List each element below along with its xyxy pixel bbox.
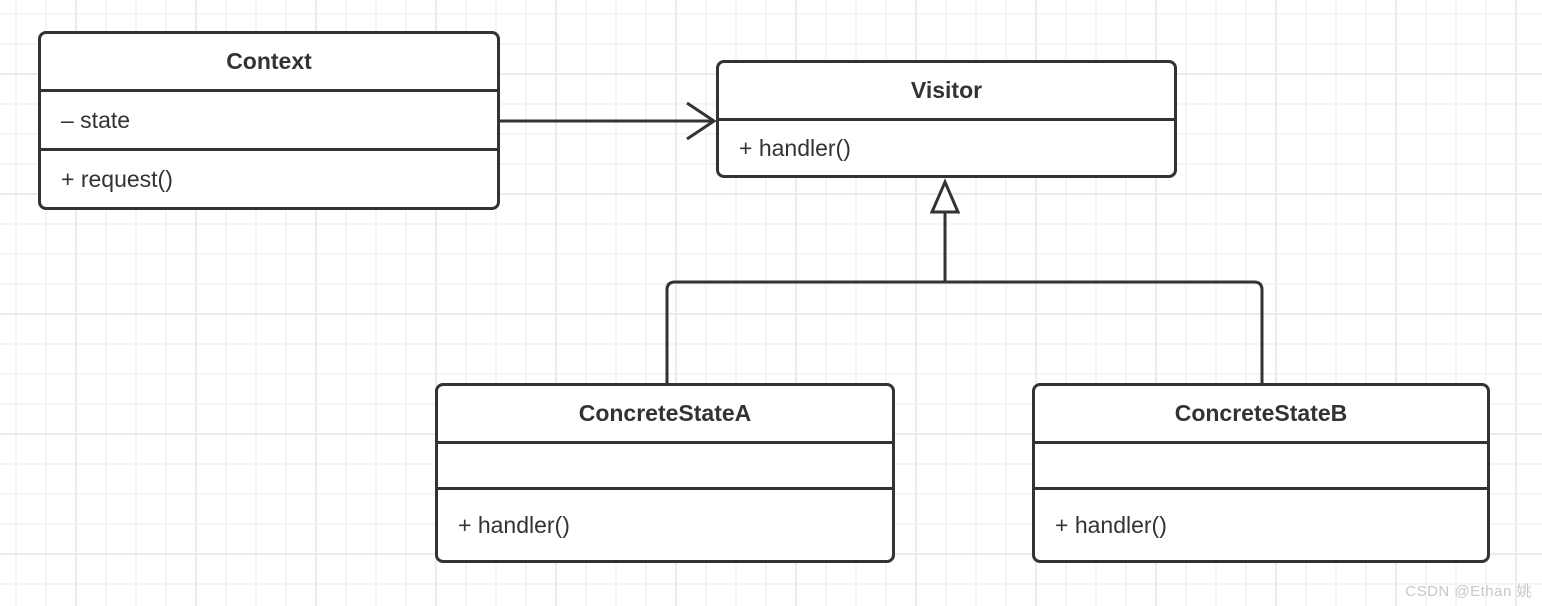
methods-compartment: + handler() bbox=[1035, 487, 1487, 560]
generalization-tree bbox=[665, 178, 1264, 383]
class-title: Visitor bbox=[719, 63, 1174, 121]
class-title: ConcreteStateA bbox=[438, 386, 892, 444]
attributes-compartment bbox=[1035, 444, 1487, 487]
class-box-context: Context – state + request() bbox=[38, 31, 500, 210]
class-title: Context bbox=[41, 34, 497, 92]
class-box-concrete-state-b: ConcreteStateB + handler() bbox=[1032, 383, 1490, 563]
association-arrow-context-to-visitor bbox=[499, 101, 717, 141]
methods-compartment: + handler() bbox=[739, 134, 851, 161]
class-title: ConcreteStateB bbox=[1035, 386, 1487, 444]
attributes-compartment bbox=[438, 444, 892, 487]
class-box-visitor: Visitor + handler() bbox=[716, 60, 1177, 178]
methods-compartment: + handler() bbox=[438, 487, 892, 560]
attributes-compartment: – state bbox=[61, 106, 131, 133]
generalization-branch-lines bbox=[665, 280, 1264, 383]
hollow-triangle-arrowhead-icon bbox=[929, 178, 961, 214]
open-arrowhead-icon bbox=[686, 101, 717, 141]
csdn-watermark: CSDN @Ethan 姚 bbox=[1405, 583, 1532, 600]
class-box-concrete-state-a: ConcreteStateA + handler() bbox=[435, 383, 895, 563]
methods-compartment: + request() bbox=[41, 148, 497, 207]
